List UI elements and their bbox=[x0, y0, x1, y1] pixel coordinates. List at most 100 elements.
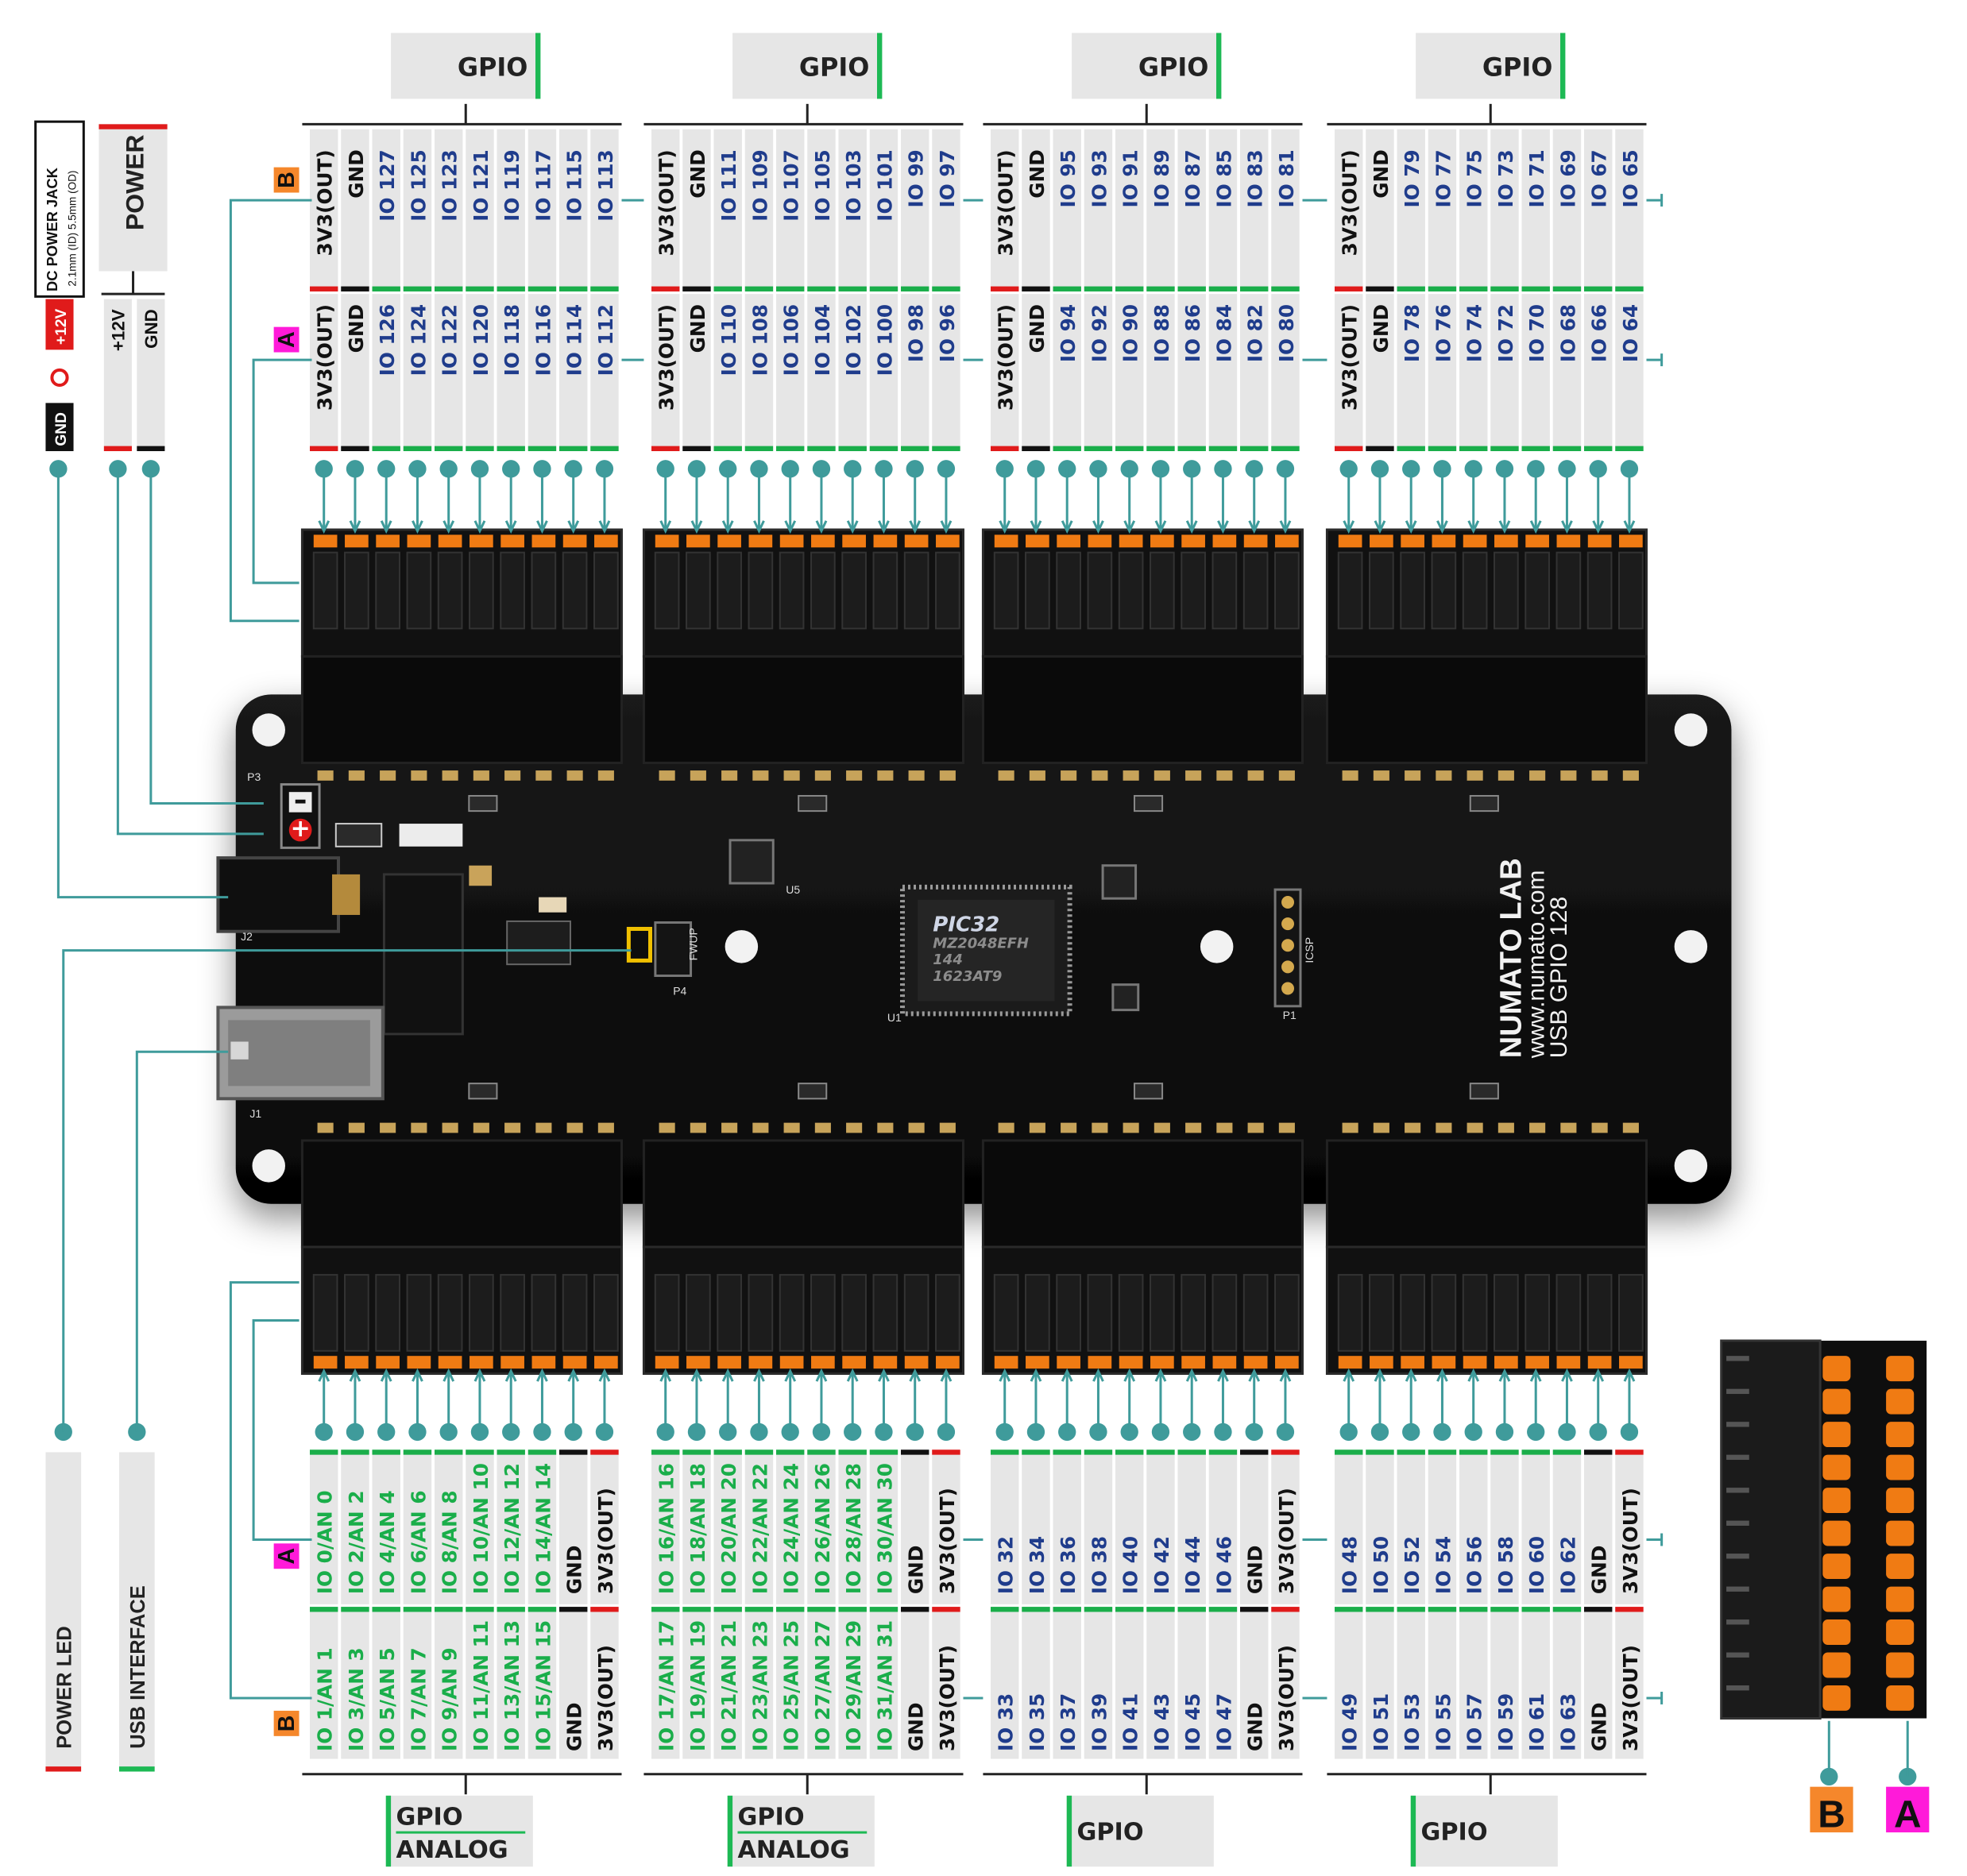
terminal-slot bbox=[437, 1274, 463, 1352]
pin-label-a: IO 8/AN 8 bbox=[434, 1449, 463, 1604]
pin-label-a: IO 96 bbox=[932, 294, 960, 451]
pin-label-a: IO 20/AN 20 bbox=[713, 1449, 742, 1604]
pin-connector-arrow bbox=[1030, 1368, 1042, 1382]
pin-connector-arrow bbox=[1592, 1368, 1605, 1382]
pin-label-b: IO 37 bbox=[1053, 1607, 1081, 1759]
pin-color-bar bbox=[838, 446, 867, 451]
power-pin-bar bbox=[103, 446, 132, 451]
dc-jack bbox=[216, 856, 340, 933]
pin-label-bg bbox=[744, 294, 774, 451]
pin-label-bg bbox=[372, 129, 400, 291]
pin-label-bg bbox=[744, 129, 774, 291]
pin-color-bar bbox=[590, 1449, 619, 1455]
terminal-slot bbox=[1494, 1274, 1519, 1352]
pin-connector-arrow bbox=[1248, 520, 1261, 535]
pin-color-bar bbox=[1397, 446, 1425, 451]
terminal-block bbox=[300, 1122, 623, 1376]
pin-color-bar bbox=[1335, 446, 1363, 451]
terminal-slot bbox=[344, 1274, 369, 1352]
pin-connector-dot bbox=[812, 460, 831, 478]
pin-label-bg bbox=[372, 1449, 400, 1604]
terminal-solder-pad bbox=[1373, 1122, 1389, 1133]
pin-color-bar bbox=[1208, 1607, 1238, 1612]
capacitor bbox=[539, 897, 567, 913]
pin-name: GND bbox=[563, 1702, 586, 1751]
terminal-release-tab bbox=[1057, 535, 1080, 548]
pin-color-bar bbox=[466, 446, 494, 451]
terminal-solder-pad bbox=[504, 1122, 521, 1133]
pin-color-bar bbox=[590, 286, 619, 291]
pin-color-bar bbox=[1022, 446, 1050, 451]
pin-name: IO 63 bbox=[1556, 1693, 1579, 1751]
terminal-release-tab bbox=[1401, 535, 1424, 548]
pin-name: GND bbox=[345, 304, 368, 353]
pin-name: GND bbox=[1026, 149, 1049, 199]
terminal-release-tab bbox=[1212, 535, 1237, 548]
regulator bbox=[382, 873, 464, 1036]
terminal-release-tab bbox=[531, 1356, 556, 1369]
jack-gnd-tag bbox=[45, 403, 74, 451]
terminal-solder-pad bbox=[1185, 770, 1202, 781]
terminal-solder-pad bbox=[535, 770, 552, 781]
terminal-inset-tab-a bbox=[1886, 1488, 1915, 1514]
pin-name: 3V3(OUT) bbox=[655, 304, 678, 411]
pin-label-a: IO 108 bbox=[744, 294, 774, 451]
terminal-solder-pad bbox=[317, 1122, 334, 1133]
pin-color-bar bbox=[1208, 286, 1238, 291]
pin-label-a: IO 126 bbox=[372, 294, 400, 451]
power-pin-name: +12V bbox=[108, 309, 128, 351]
pin-connector-arrow bbox=[1374, 520, 1386, 535]
terminal-slot bbox=[1337, 551, 1363, 630]
pin-connector-arrow bbox=[878, 1368, 890, 1382]
pin-color-bar bbox=[310, 1607, 338, 1612]
pin-label-a: IO 14/AN 14 bbox=[527, 1449, 557, 1604]
pin-name: IO 38 bbox=[1088, 1536, 1111, 1594]
terminal-slot bbox=[717, 1274, 742, 1352]
pin-name: IO 41 bbox=[1119, 1693, 1142, 1751]
pin-connector-arrow bbox=[1467, 1368, 1480, 1382]
terminal-solder-pad bbox=[1092, 770, 1108, 781]
terminal-solder-pad bbox=[752, 1122, 769, 1133]
power-title: POWER bbox=[120, 134, 149, 230]
pin-label-a: IO 70 bbox=[1521, 294, 1550, 451]
terminal-solder-pad bbox=[1247, 1122, 1264, 1133]
pin-label-bg bbox=[991, 294, 1019, 451]
pin-color-bar bbox=[713, 1607, 742, 1612]
pin-label-bg bbox=[1053, 1449, 1081, 1604]
pin-connector-arrow bbox=[815, 1368, 828, 1382]
pin-label-bg bbox=[869, 129, 898, 291]
pin-connector-dot bbox=[937, 460, 956, 478]
pin-label-bg bbox=[838, 129, 867, 291]
pin-label-a: IO 16/AN 16 bbox=[651, 1449, 680, 1604]
pin-color-bar bbox=[807, 446, 836, 451]
pin-label-bg bbox=[1615, 129, 1644, 291]
pin-label-b: IO 97 bbox=[932, 129, 960, 291]
power-pin-bg bbox=[103, 299, 132, 451]
terminal-release-tab bbox=[1212, 1356, 1237, 1369]
pin-name: IO 116 bbox=[531, 304, 555, 376]
terminal-solder-pad bbox=[597, 1122, 614, 1133]
pin-name: IO 71 bbox=[1525, 149, 1548, 207]
terminal-release-tab bbox=[655, 535, 679, 548]
pin-label-bg bbox=[1271, 129, 1300, 291]
pin-color-bar bbox=[558, 1607, 588, 1612]
pin-connector-dot bbox=[687, 460, 706, 478]
terminal-inset-tab-a bbox=[1886, 1454, 1915, 1480]
pin-name: IO 114 bbox=[563, 304, 586, 376]
pin-label-b: IO 111 bbox=[713, 129, 742, 291]
gpio-title-accent bbox=[1559, 33, 1566, 99]
pin-name: IO 103 bbox=[842, 149, 865, 221]
pin-connector-arrow bbox=[1185, 1368, 1198, 1382]
transistor bbox=[506, 920, 571, 966]
pin-name: IO 45 bbox=[1181, 1693, 1204, 1751]
pin-label-a: IO 124 bbox=[403, 294, 432, 451]
pin-label-bg bbox=[651, 1449, 680, 1604]
pin-color-bar bbox=[1459, 1449, 1488, 1455]
gpio-title-box bbox=[385, 1795, 533, 1867]
pin-name: GND bbox=[1370, 149, 1393, 199]
pin-label-bg bbox=[1583, 129, 1613, 291]
pin-label-bg bbox=[1521, 129, 1550, 291]
pin-connector-arrow bbox=[1592, 520, 1605, 535]
terminal-slot bbox=[469, 1274, 494, 1352]
pin-connector-dot bbox=[750, 460, 768, 478]
